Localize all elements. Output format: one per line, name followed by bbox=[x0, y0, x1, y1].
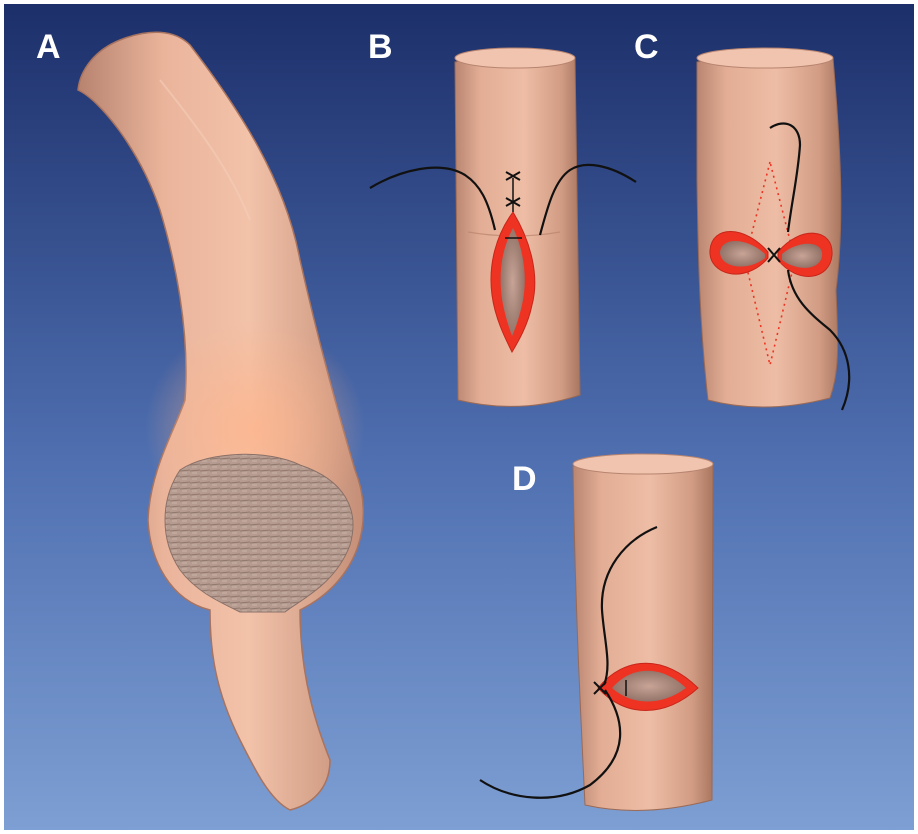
panel-label-b: B bbox=[368, 30, 393, 64]
panel-c-cylinder bbox=[697, 48, 849, 410]
panel-label-a: A bbox=[36, 30, 61, 64]
panel-label-d: D bbox=[512, 462, 537, 496]
panel-label-c: C bbox=[634, 30, 659, 64]
